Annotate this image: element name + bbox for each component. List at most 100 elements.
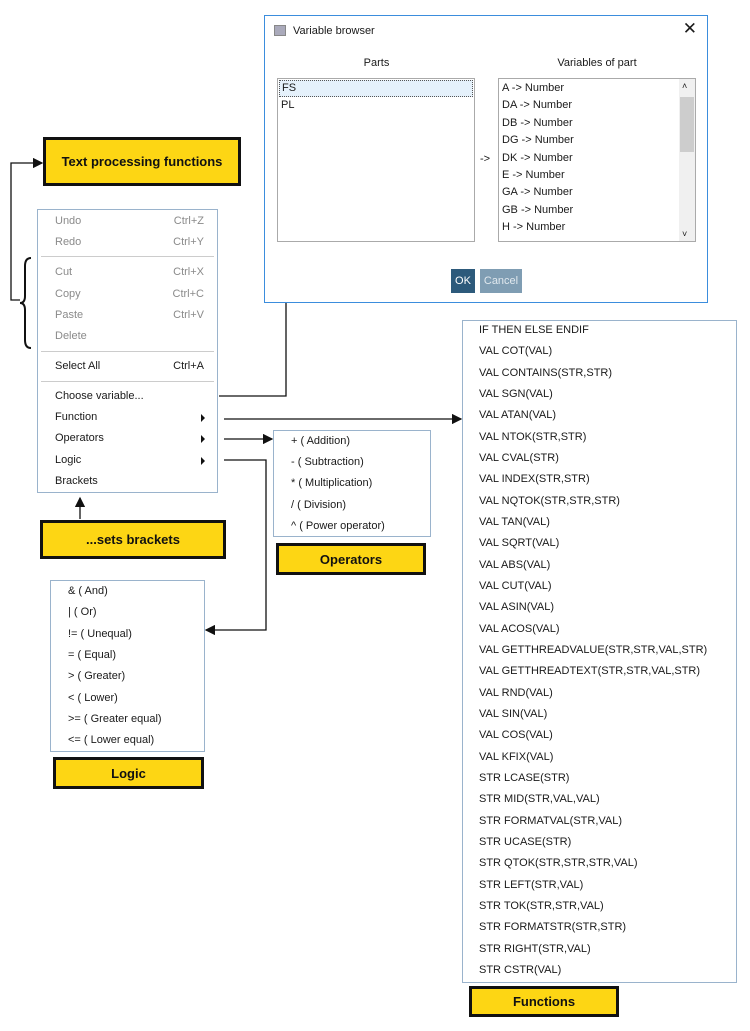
menu-item-logic[interactable]: Logic: [38, 453, 217, 469]
list-item[interactable]: GA -> Number: [502, 186, 573, 199]
function-item[interactable]: STR FORMATVAL(STR,VAL): [479, 814, 623, 827]
logic-menu: & ( And) | ( Or) != ( Unequal) = ( Equal) > …: [50, 580, 205, 752]
function-item[interactable]: IF THEN ELSE ENDIF: [479, 324, 589, 336]
function-item[interactable]: STR LCASE(STR): [479, 771, 570, 784]
function-item[interactable]: VAL CUT(VAL): [479, 579, 552, 592]
function-item[interactable]: STR MID(STR,VAL,VAL): [479, 793, 600, 806]
menu-item-label: Select All: [55, 360, 101, 372]
function-item[interactable]: VAL GETTHREADTEXT(STR,STR,VAL,STR): [479, 665, 701, 678]
logic-item[interactable]: <= ( Lower equal): [68, 734, 155, 747]
function-item[interactable]: VAL INDEX(STR,STR): [479, 473, 590, 486]
menu-item-redo[interactable]: Redo Ctrl+Y: [38, 235, 217, 251]
line-choose-variable: [219, 303, 287, 397]
list-item[interactable]: H -> Number: [502, 221, 566, 234]
list-item[interactable]: DK -> Number: [502, 151, 573, 164]
arrow-text: ->: [480, 153, 491, 165]
menu-item-function[interactable]: Function: [38, 410, 217, 426]
list-item[interactable]: A -> Number: [502, 82, 565, 94]
function-item[interactable]: VAL SQRT(VAL): [479, 537, 560, 550]
function-item[interactable]: STR TOK(STR,STR,VAL): [479, 899, 604, 912]
menu-item-label: Choose variable...: [55, 390, 144, 402]
function-item[interactable]: VAL RND(VAL): [479, 686, 553, 699]
logic-item[interactable]: >= ( Greater equal): [68, 712, 162, 725]
chevron-right-icon: [201, 414, 205, 422]
list-item[interactable]: GB -> Number: [502, 203, 574, 216]
menu-item-delete[interactable]: Delete: [38, 329, 217, 345]
function-item[interactable]: STR QTOK(STR,STR,STR,VAL): [479, 857, 638, 870]
function-item[interactable]: VAL GETTHREADVALUE(STR,STR,VAL,STR): [479, 643, 708, 656]
close-icon[interactable]: ✕: [682, 19, 697, 38]
logic-label: Logic: [53, 757, 204, 789]
menu-item-brackets[interactable]: Brackets: [38, 474, 217, 490]
menu-item-choose-variable[interactable]: Choose variable...: [38, 389, 217, 405]
operator-item[interactable]: - ( Subtraction): [291, 456, 364, 469]
operators-menu: + ( Addition) - ( Subtraction) * ( Multipl…: [273, 430, 431, 537]
menu-item-select-all[interactable]: Select All Ctrl+A: [38, 359, 217, 375]
scrollbar[interactable]: ˄ ˅: [679, 79, 695, 241]
menu-item-label: Function: [55, 411, 98, 423]
list-item[interactable]: DB -> Number: [502, 116, 573, 129]
logic-item[interactable]: = ( Equal): [68, 648, 116, 661]
function-item[interactable]: VAL COT(VAL): [479, 345, 553, 358]
scroll-up-icon[interactable]: ˄: [682, 81, 688, 91]
list-item[interactable]: E -> Number: [502, 168, 565, 181]
list-item[interactable]: DG -> Number: [502, 134, 574, 147]
logic-item[interactable]: > ( Greater): [68, 670, 126, 683]
function-item[interactable]: VAL SIN(VAL): [479, 707, 548, 720]
logic-item[interactable]: < ( Lower): [68, 691, 118, 704]
operator-item[interactable]: ^ ( Power operator): [291, 519, 385, 532]
shortcut-label: Ctrl+X: [173, 266, 204, 278]
function-item[interactable]: VAL ACOS(VAL): [479, 622, 560, 635]
function-item[interactable]: VAL CONTAINS(STR,STR): [479, 366, 613, 379]
menu-item-label: Paste: [55, 309, 84, 321]
function-item[interactable]: VAL SGN(VAL): [479, 387, 553, 400]
variables-label: Variables of part: [557, 57, 637, 69]
scroll-down-icon[interactable]: ˅: [682, 229, 688, 239]
sets-brackets-label: ...sets brackets: [40, 520, 226, 559]
menu-item-label: Redo: [55, 236, 82, 248]
shortcut-label: Ctrl+A: [173, 360, 204, 372]
function-item[interactable]: VAL KFIX(VAL): [479, 750, 554, 763]
function-item[interactable]: VAL ABS(VAL): [479, 558, 551, 571]
function-item[interactable]: STR LEFT(STR,VAL): [479, 878, 584, 891]
function-item[interactable]: STR RIGHT(STR,VAL): [479, 942, 591, 955]
function-item[interactable]: STR UCASE(STR): [479, 835, 572, 848]
function-item[interactable]: VAL TAN(VAL): [479, 515, 550, 528]
function-item[interactable]: VAL CVAL(STR): [479, 451, 559, 464]
shortcut-label: Ctrl+Y: [173, 236, 204, 248]
menu-item-label: Undo: [55, 215, 82, 227]
scroll-thumb[interactable]: [680, 97, 694, 152]
function-item[interactable]: STR CSTR(VAL): [479, 963, 562, 976]
function-item[interactable]: VAL NTOK(STR,STR): [479, 430, 587, 443]
function-item[interactable]: VAL COS(VAL): [479, 729, 553, 742]
cancel-button[interactable]: Cancel: [480, 269, 522, 293]
logic-item[interactable]: != ( Unequal): [68, 627, 132, 640]
dialog-title: Variable browser: [293, 25, 375, 37]
arrow-logic: [204, 459, 267, 636]
list-item[interactable]: FS: [279, 80, 473, 98]
operator-item[interactable]: / ( Division): [291, 498, 347, 511]
list-item[interactable]: DA -> Number: [502, 99, 572, 112]
function-item[interactable]: VAL ASIN(VAL): [479, 601, 554, 614]
parts-label: Parts: [363, 57, 390, 69]
shortcut-label: Ctrl+C: [172, 288, 204, 300]
operator-item[interactable]: + ( Addition): [291, 435, 351, 447]
logic-item[interactable]: & ( And): [68, 585, 108, 597]
list-item[interactable]: PL: [281, 99, 295, 112]
function-item[interactable]: VAL NQTOK(STR,STR,STR): [479, 494, 620, 507]
operator-item[interactable]: * ( Multiplication): [291, 477, 373, 490]
menu-item-label: Brackets: [55, 475, 98, 487]
window-icon: [274, 25, 286, 36]
logic-item[interactable]: | ( Or): [68, 606, 97, 619]
function-item[interactable]: STR FORMATSTR(STR,STR): [479, 921, 627, 934]
menu-item-operators[interactable]: Operators: [38, 431, 217, 447]
ok-button[interactable]: OK: [451, 269, 475, 293]
function-item[interactable]: VAL ATAN(VAL): [479, 409, 557, 422]
